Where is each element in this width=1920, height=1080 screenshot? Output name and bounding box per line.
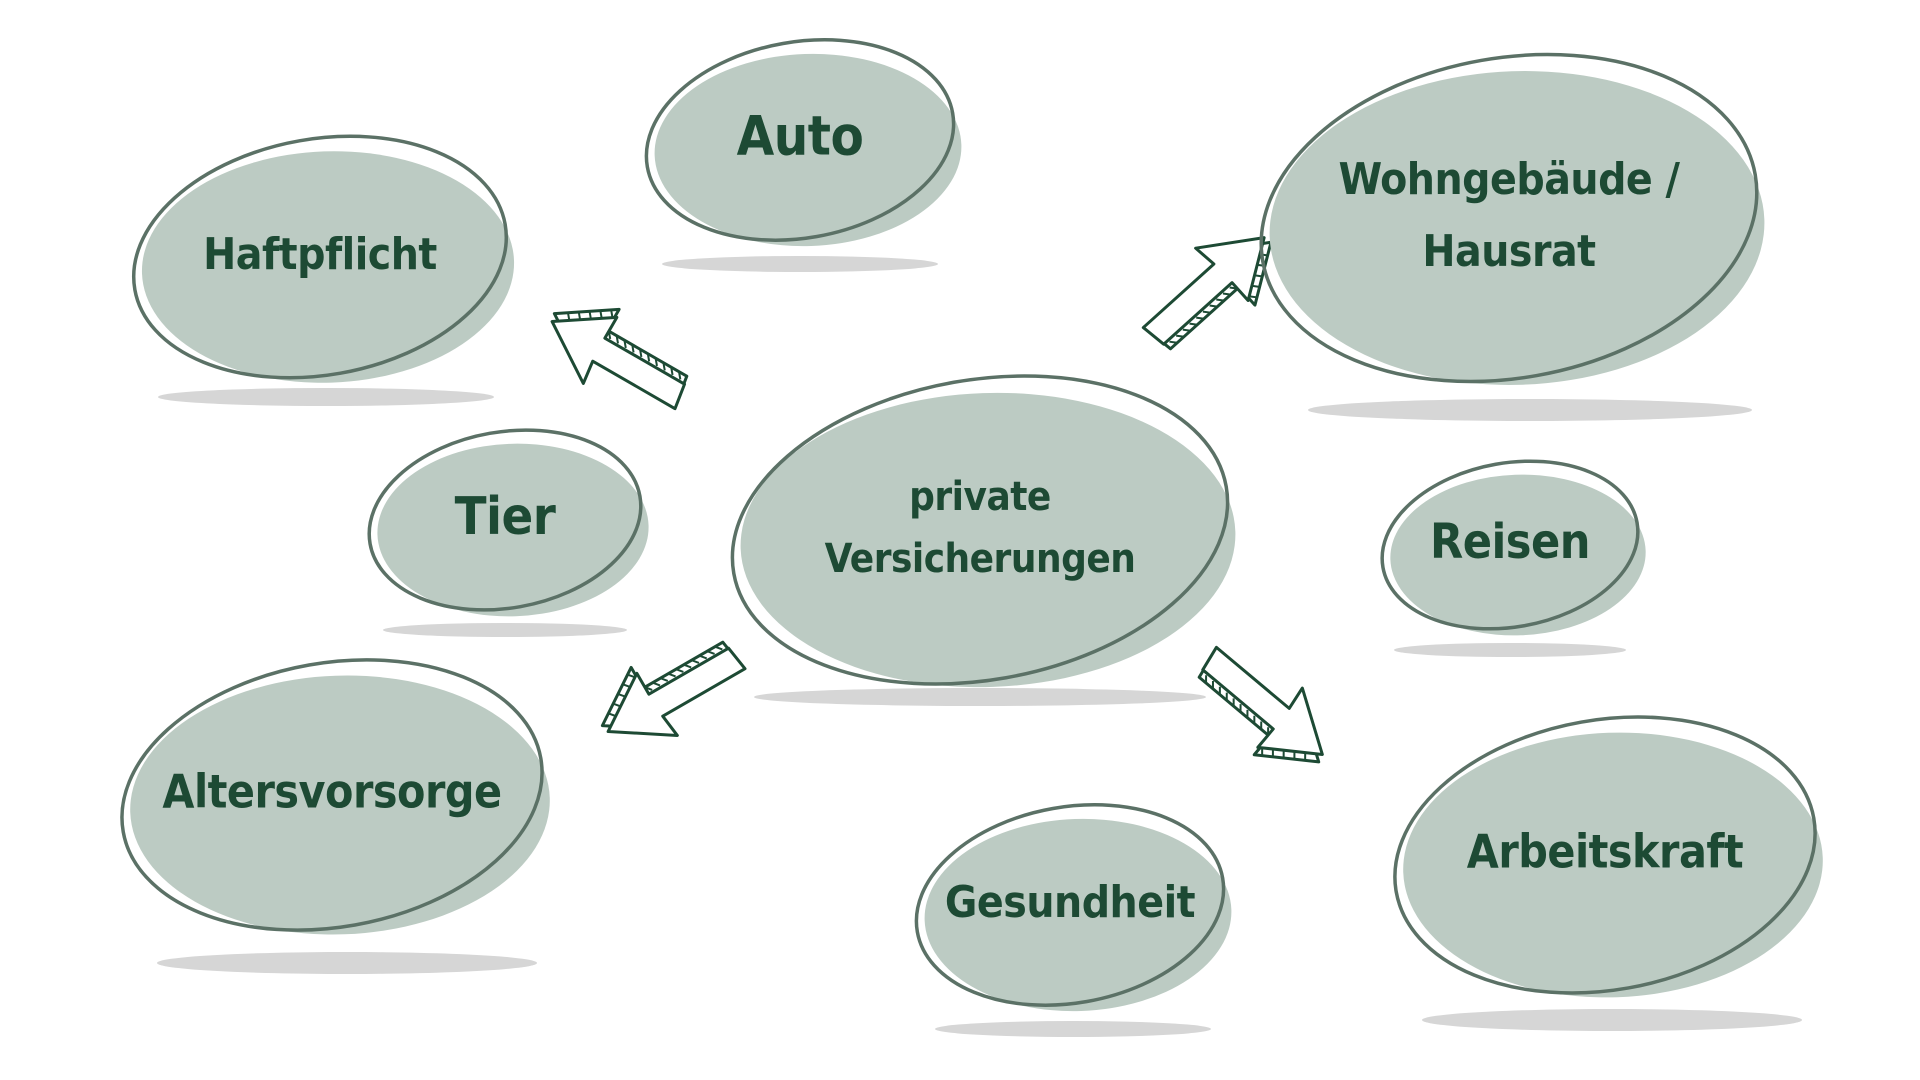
wohngebaeude-hausrat-label-line-2: Hausrat: [1422, 226, 1596, 277]
node-shadow: [157, 952, 537, 974]
node-wohngebaeude-hausrat: Wohngebäude / Hausrat: [1259, 52, 1765, 421]
haftpflicht-label-line-1: Haftpflicht: [203, 229, 437, 280]
node-shadow: [754, 688, 1206, 706]
node-fill: [377, 443, 649, 617]
arrow-down-right-icon: [1197, 645, 1324, 764]
reisen-label-line-1: Reisen: [1430, 514, 1590, 570]
node-reisen: Reisen: [1380, 459, 1646, 657]
arrow-face: [1141, 236, 1266, 346]
node-auto: Auto: [644, 38, 962, 272]
node-fill: [924, 818, 1232, 1012]
node-shadow: [662, 256, 938, 272]
node-fill: [1390, 474, 1646, 636]
node-outline: [914, 803, 1226, 1007]
arrow-up-right-icon: [1141, 236, 1273, 351]
node-fill: [130, 675, 550, 935]
auto-label-line-1: Auto: [737, 105, 864, 168]
node-altersvorsorge: Altersvorsorge: [120, 658, 550, 974]
wohngebaeude-hausrat-label-line-1: Wohngebäude /: [1338, 154, 1680, 205]
arrow-face: [1201, 645, 1324, 756]
center-label-line-2: Versicherungen: [825, 536, 1136, 582]
node-outline: [120, 658, 544, 932]
node-gesundheit: Gesundheit: [914, 803, 1232, 1037]
node-outline: [730, 374, 1230, 686]
node-shadow: [158, 388, 494, 406]
node-outline: [1380, 459, 1640, 631]
node-fill: [654, 53, 962, 247]
node-shadow: [383, 623, 627, 637]
node-shadow: [1422, 1009, 1802, 1031]
node-shadow: [1394, 643, 1626, 657]
node-fill: [740, 392, 1236, 688]
node-haftpflicht: Haftpflicht: [131, 134, 515, 406]
node-outline: [131, 134, 509, 380]
node-arbeitskraft: Arbeitskraft: [1393, 715, 1823, 1031]
node-outline: [367, 428, 643, 612]
node-outline: [644, 38, 956, 242]
arrow-face: [550, 315, 687, 411]
arrow-down-left-icon: [600, 640, 747, 737]
node-fill: [1403, 732, 1823, 998]
node-outline: [1393, 715, 1817, 995]
gesundheit-label-line-1: Gesundheit: [945, 877, 1196, 928]
altersvorsorge-label-line-1: Altersvorsorge: [162, 765, 501, 819]
node-fill: [1269, 71, 1765, 385]
node-fill: [141, 151, 515, 383]
node-tier: Tier: [367, 428, 649, 637]
node-shadow: [1308, 399, 1752, 421]
arrow-face: [606, 646, 747, 737]
arrow-up-left-icon: [550, 307, 689, 411]
arbeitskraft-label-line-1: Arbeitskraft: [1467, 825, 1743, 879]
node-outline: [1259, 52, 1759, 384]
tier-label-line-1: Tier: [455, 487, 556, 547]
node-shadow: [935, 1021, 1211, 1037]
center-label-line-1: private: [909, 474, 1051, 520]
